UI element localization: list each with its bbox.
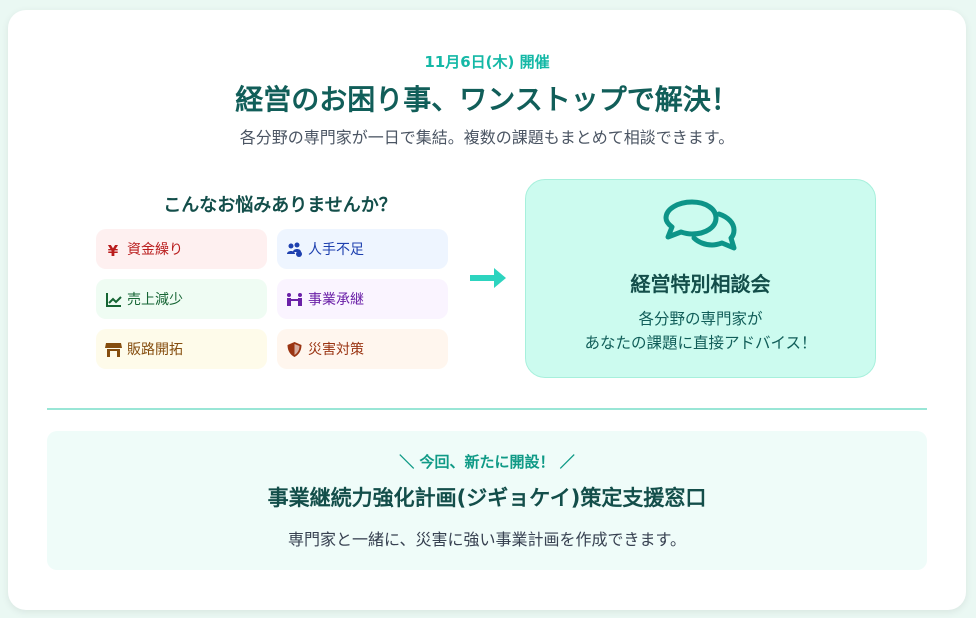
consultation-title: 経営特別相談会 (630, 272, 771, 296)
event-card: 11月6日(木) 開催 経営のお困り事、ワンストップで解決！ 各分野の専門家が一… (8, 10, 966, 610)
problems-heading: こんなお悩みありませんか？ (163, 195, 397, 216)
problem-tile: 売上減少 (96, 279, 267, 319)
users-gear-icon (287, 242, 302, 257)
chat-bubbles-icon (663, 199, 736, 251)
problem-label: 災害対策 (308, 342, 364, 358)
problem-label: 資金繰り (127, 242, 183, 258)
event-date: 11月6日(木) 開催 (424, 53, 550, 71)
arrow-right-icon (470, 268, 506, 288)
problem-label: 売上減少 (127, 292, 183, 308)
problem-label: 人手不足 (308, 242, 364, 258)
chart-line-icon (106, 292, 122, 307)
store-icon (105, 342, 122, 357)
yen-icon: ¥ (108, 242, 119, 258)
consultation-panel: 経営特別相談会 各分野の専門家が あなたの課題に直接アドバイス！ (525, 179, 876, 378)
handshake-people-icon (287, 292, 302, 306)
problem-tile: 事業承継 (277, 279, 448, 319)
problem-tile: 販路開拓 (96, 329, 267, 369)
shield-icon (287, 341, 302, 357)
new-service-panel: ＼ 今回、新たに開設！ ／ 事業継続力強化計画(ジギョケイ)策定支援窓口 専門家… (47, 431, 927, 570)
divider (47, 408, 927, 410)
consultation-description: 各分野の専門家が あなたの課題に直接アドバイス！ (526, 307, 875, 355)
new-badge: ＼ 今回、新たに開設！ ／ (399, 453, 575, 471)
svg-text:¥: ¥ (108, 242, 119, 258)
problem-label: 事業承継 (308, 292, 364, 308)
problem-tile: 人手不足 (277, 229, 448, 269)
problem-tile: 災害対策 (277, 329, 448, 369)
problem-label: 販路開拓 (127, 342, 183, 358)
problem-tile: ¥ 資金繰り (96, 229, 267, 269)
consultation-desc-line: 各分野の専門家が (638, 310, 763, 328)
page-subtitle: 各分野の専門家が一日で集結。複数の課題もまとめて相談できます。 (239, 128, 735, 147)
service-title: 事業継続力強化計画(ジギョケイ)策定支援窓口 (267, 486, 707, 510)
service-description: 専門家と一緒に、災害に強い事業計画を作成できます。 (288, 530, 686, 549)
page-title: 経営のお困り事、ワンストップで解決！ (235, 83, 739, 116)
consultation-desc-line: あなたの課題に直接アドバイス！ (584, 334, 817, 352)
